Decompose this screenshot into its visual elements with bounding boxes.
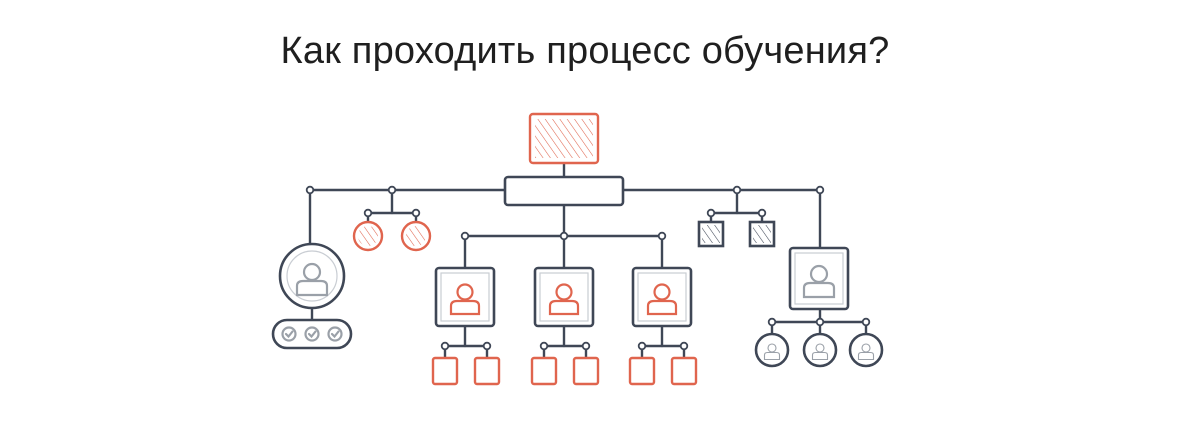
page-title: Как проходить процесс обучения? (280, 30, 890, 72)
person-icon (848, 332, 884, 368)
person-icon (754, 332, 790, 368)
check-icon (327, 326, 343, 342)
right-person-node (788, 246, 850, 311)
dark-square-nodes (697, 220, 776, 248)
check-icon (304, 326, 320, 342)
top-node (528, 112, 600, 165)
central-node (503, 175, 625, 207)
check-icon (281, 326, 297, 342)
middle-person-node (434, 266, 496, 328)
middle-person-node (631, 266, 693, 328)
middle-person-node (533, 266, 595, 328)
orange-square-nodes (431, 356, 698, 386)
junction-dots (305, 185, 871, 351)
person-icon (802, 332, 838, 368)
checks-pill (271, 318, 353, 350)
small-person-circles (754, 332, 884, 368)
left-person-node (278, 242, 346, 310)
orange-circle-nodes (352, 220, 432, 252)
